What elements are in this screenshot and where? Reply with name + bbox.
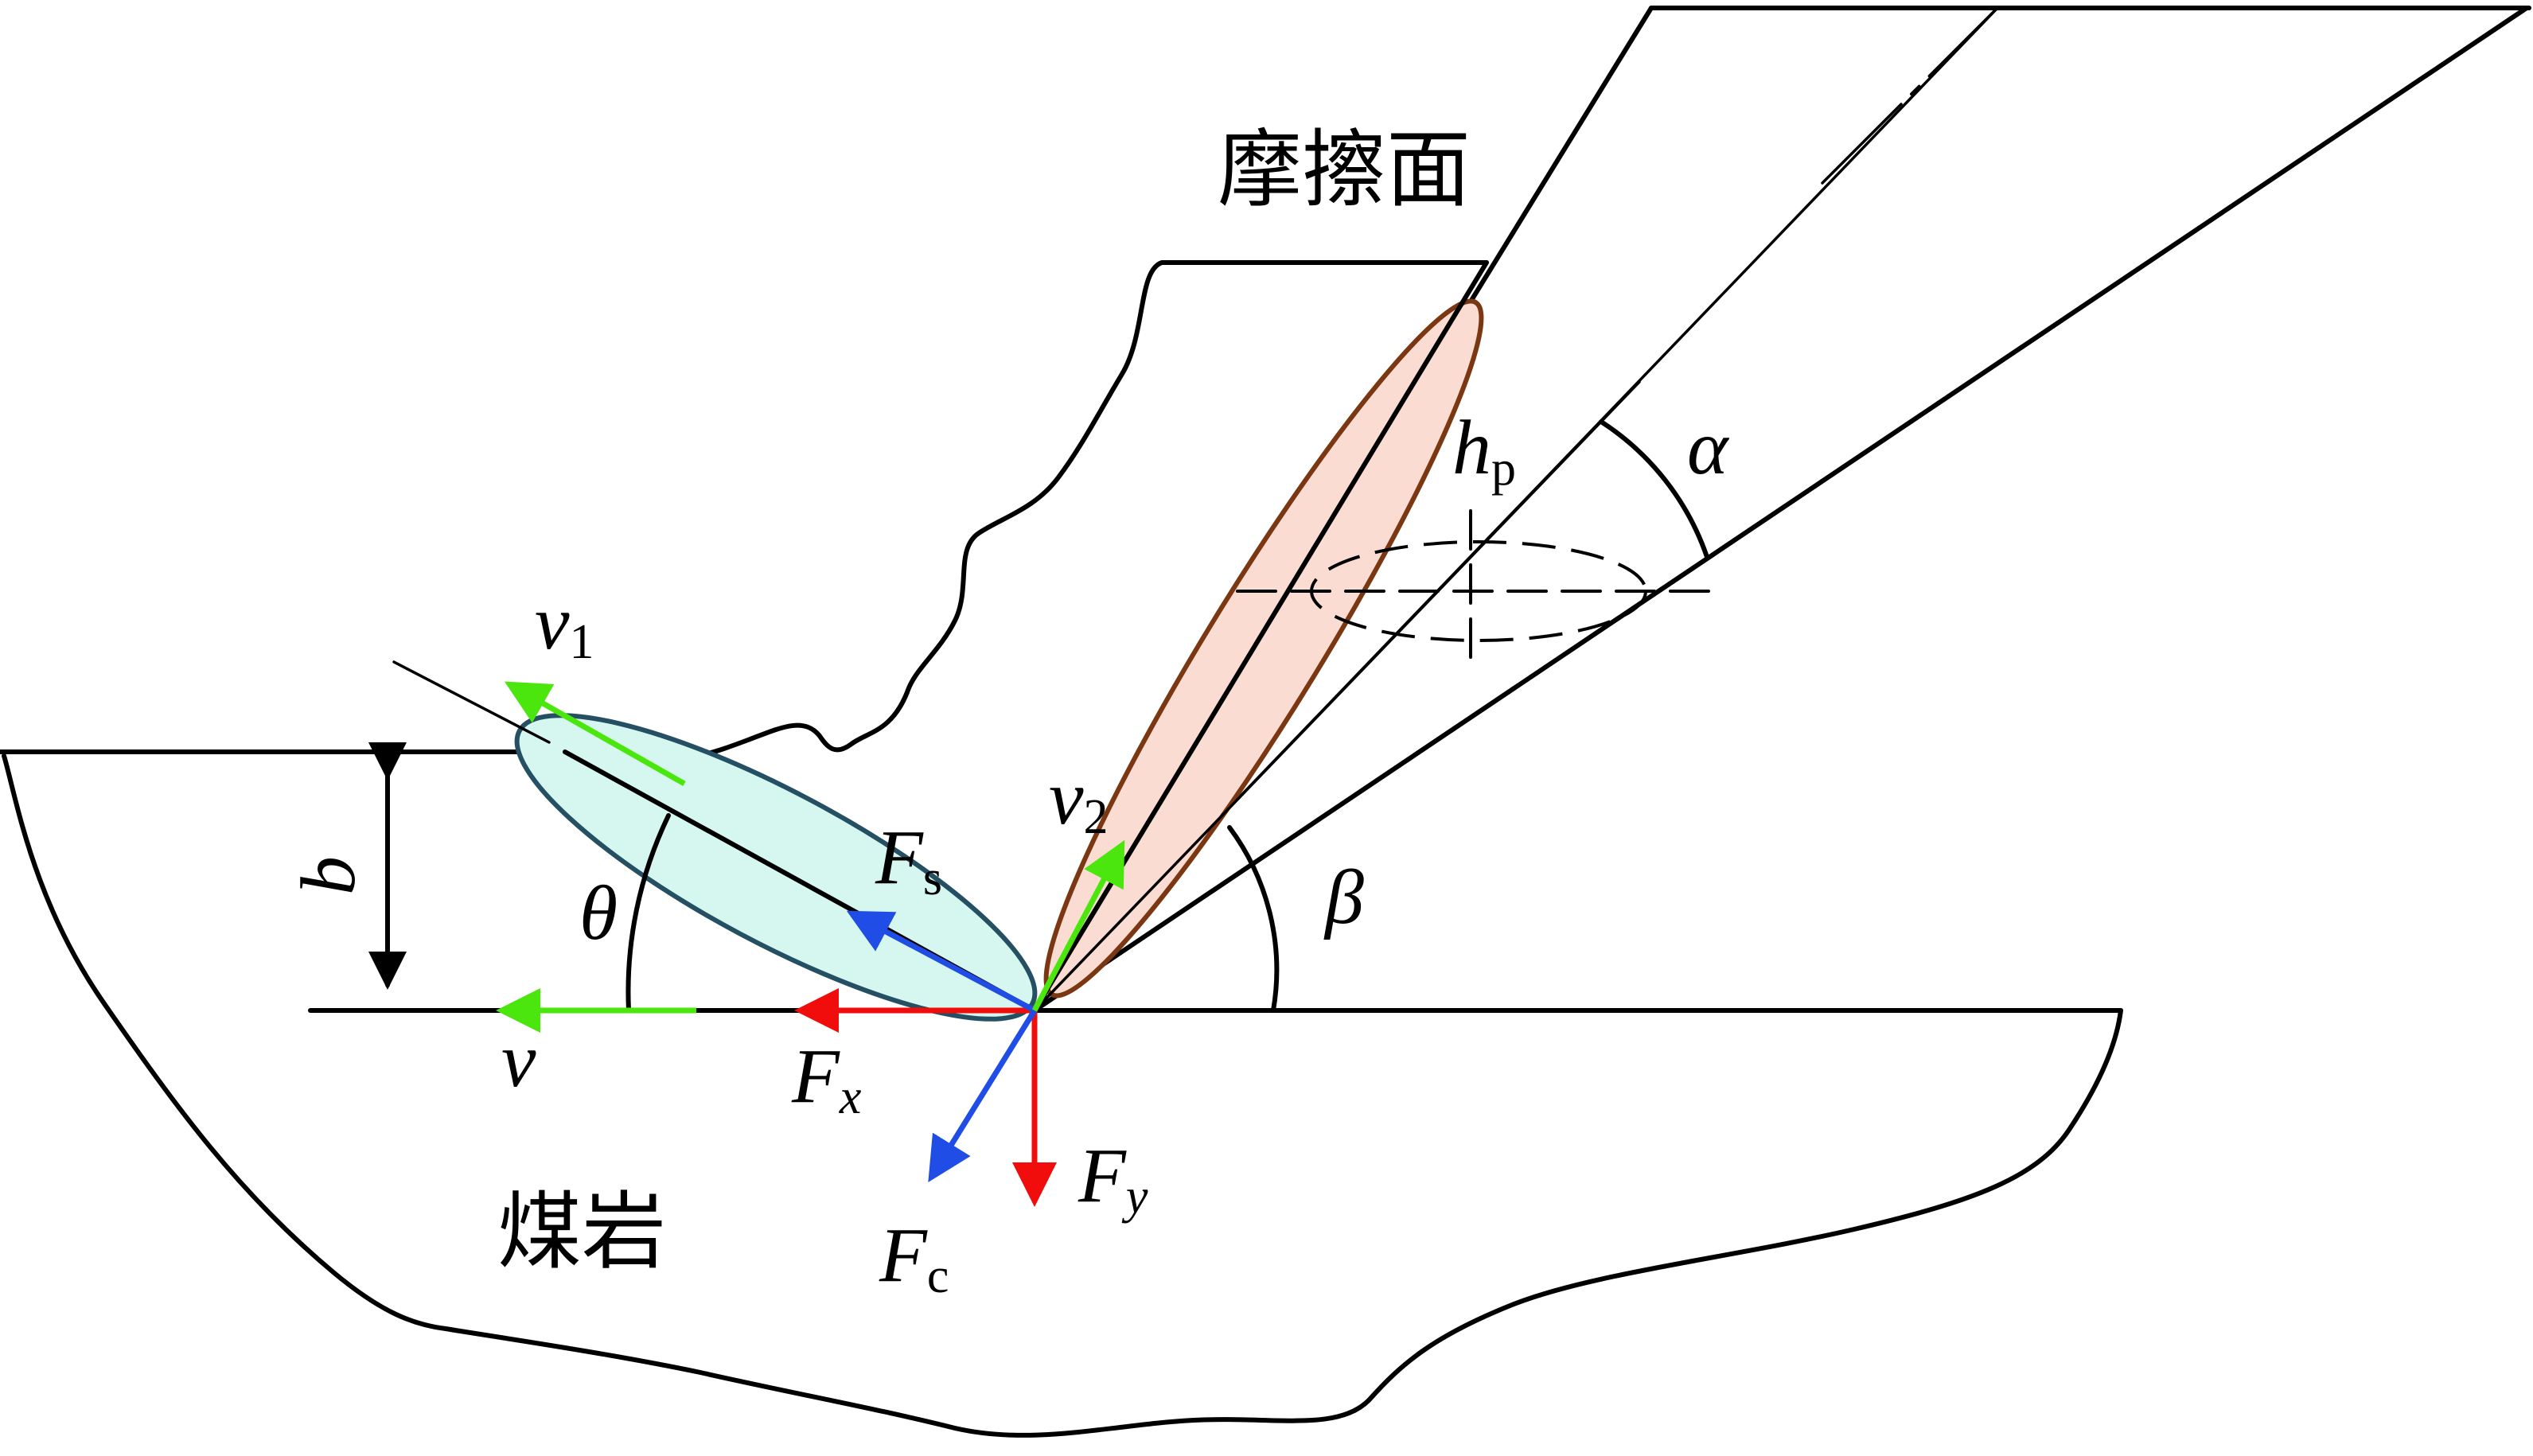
- hp-label: hp: [1452, 405, 1516, 496]
- friction-face-label: 摩擦面: [1218, 121, 1471, 219]
- contact-zone-ellipse: [1043, 298, 1484, 999]
- v-label: v: [501, 1018, 536, 1104]
- pick-front-edge-over: [1032, 260, 1489, 1013]
- rock-left-wavy-edge: [2, 753, 2123, 1438]
- pick-cross-section: [1236, 509, 1720, 670]
- b-label: b: [286, 856, 372, 895]
- v1-label: v1: [535, 580, 594, 669]
- pick-axis-over: [1033, 380, 1641, 1012]
- beta-label: β: [1323, 855, 1364, 940]
- theta-label: θ: [579, 870, 618, 956]
- alpha-arc: [1599, 419, 1709, 559]
- fc-label: Fc: [879, 1213, 949, 1303]
- beta-arc: [1227, 825, 1280, 1013]
- velocity-v1-arrow: [504, 681, 686, 787]
- pick-lower-edge: [1032, 6, 2529, 1013]
- rock-surface-line: [0, 749, 607, 761]
- force-fs-arrow: [846, 910, 1036, 1014]
- friction-face-outline: [586, 260, 1489, 762]
- shear-plane-extension: [392, 660, 551, 744]
- coal-rock-body: [0, 749, 2123, 1438]
- force-fc-arrow: [928, 1009, 1037, 1182]
- pick-axis-dashdot: [1821, 6, 1999, 185]
- velocity-v2-arrow: [1031, 839, 1125, 1012]
- fs-label: Fs: [875, 815, 942, 905]
- v2-label: v2: [1049, 755, 1109, 844]
- theta-arc: [625, 813, 671, 1013]
- fy-label: Fy: [1077, 1133, 1148, 1224]
- coal-rock-label: 煤岩: [497, 1183, 666, 1281]
- alpha-label: α: [1687, 405, 1730, 491]
- fx-label: Fx: [791, 1034, 862, 1124]
